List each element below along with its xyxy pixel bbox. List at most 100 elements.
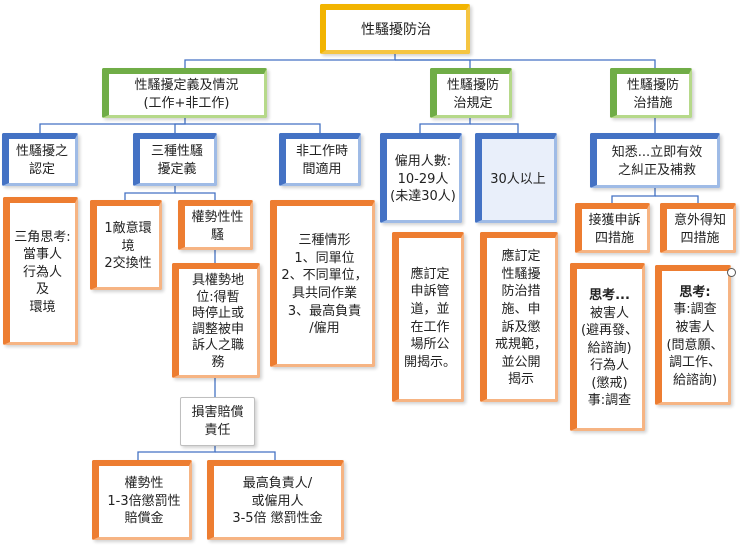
penalty-employer-line: 最高負責人/ <box>242 476 313 492</box>
small-employer-body-line: 應訂定 <box>410 266 450 282</box>
unexpected-body-title: 思考: <box>679 284 711 300</box>
definition-types-line: 2交換性 <box>104 256 152 272</box>
penalty-employer-box: 最高負責人/ 或僱用人 3-5倍 懲罰性金 <box>207 460 344 540</box>
regulations-header-line: 治規定 <box>453 95 493 111</box>
small-employer-header-line: 10-29人 <box>397 171 449 187</box>
power-body-line: 務 <box>211 354 225 370</box>
non-work-body-line: 2、不同單位， <box>281 268 368 284</box>
power-body-line: 時停止或 <box>191 305 244 321</box>
definition-header-line: 性騷擾定義及情況 <box>134 77 239 93</box>
small-employer-body-line: 開揭示。 <box>403 354 456 370</box>
recognition-body-line: 及 <box>35 282 49 298</box>
large-employer-header-line: 30人以上 <box>490 171 546 187</box>
power-body-line: 具權勢地 <box>191 273 244 289</box>
three-definitions-header-line: 擾定義 <box>157 162 197 177</box>
complaint-body-line: 被害人 <box>589 305 629 321</box>
recognition-header-line: 性騷擾之 <box>15 144 68 160</box>
damages-box: 損害賠償 責任 <box>180 397 255 446</box>
unexpected-body: 思考: 事:調查 被害人 (問意願、 調工作、 給諮詢) <box>655 265 731 405</box>
non-work-body-line: 具共同作業 <box>291 286 357 301</box>
recognition-body-line: 環境 <box>29 299 56 315</box>
non-work-header: 非工作時 間適用 <box>279 133 361 186</box>
connector-def-mid <box>174 123 185 133</box>
definition-types-line: 境 <box>121 238 135 254</box>
unexpected-body-line: 事:調查 <box>673 302 717 318</box>
three-definitions-header: 三種性騷 擾定義 <box>133 133 217 186</box>
recognition-body: 三角思考: 當事人 行為人 及 環境 <box>3 197 78 345</box>
non-work-body-line: 1、同單位 <box>294 250 355 266</box>
large-employer-body: 應訂定 性騷擾 防治措 施、申 訴及懲 戒規範， 並公開 揭示 <box>480 232 558 402</box>
penalty-power-line: 權勢性 <box>124 476 164 492</box>
connector-penalties <box>137 446 216 460</box>
penalty-employer-line: 或僱用人 <box>251 493 304 509</box>
connector-def <box>39 117 186 133</box>
non-work-body-line: 三種情形 <box>298 233 351 249</box>
large-employer-body-line: 並公開 <box>501 354 541 370</box>
large-employer-body-line: 揭示 <box>507 372 534 388</box>
complaint-body-line: 給諮詢) <box>587 340 632 356</box>
power-body-line: 訴人之職 <box>191 338 244 354</box>
small-employer-body-line: 在工作 <box>410 319 450 335</box>
penalty-power-box: 權勢性 1-3倍懲罰性 賠償金 <box>92 460 192 540</box>
recognition-body-line: 當事人 <box>22 247 62 263</box>
measures-header-line: 治措施 <box>633 95 673 111</box>
damages-line: 責任 <box>204 422 231 438</box>
root-title: 性騷擾防治 <box>320 4 470 54</box>
complaint-body-line: (懲戒) <box>591 375 628 391</box>
small-employer-header-line: 僱用人數: <box>394 154 452 170</box>
immediate-action-header-line: 知悉...立即有效 <box>611 145 703 161</box>
recognition-header: 性騷擾之 認定 <box>2 133 78 186</box>
connector-measures-children <box>611 188 656 203</box>
large-employer-body-line: 防治措 <box>501 284 541 300</box>
immediate-action-header-line: 之糾正及補救 <box>617 163 696 178</box>
connector-penalties-right <box>215 451 276 460</box>
complaint-body-line: 行為人 <box>589 358 629 374</box>
power-body-line: 調整被申 <box>191 322 244 337</box>
small-employer-body-line: 道，並 <box>410 301 450 317</box>
three-definitions-header-line: 三種性騷 <box>150 144 203 160</box>
definition-header-line: (工作+非工作) <box>143 95 230 111</box>
connector-root-mid <box>395 59 471 68</box>
non-work-body: 三種情形 1、同單位 2、不同單位， 具共同作業 3、最高負責 /僱用 <box>270 200 375 367</box>
penalty-power-line: 賠償金 <box>124 511 164 527</box>
complaint-header-line: 四措施 <box>594 230 634 246</box>
complaint-header: 接獲申訴 四措施 <box>575 203 650 253</box>
small-employer-body: 應訂定 申訴管 道，並 在工作 場所公 開揭示。 <box>392 232 464 402</box>
complaint-body: 思考... 被害人 (避再發、 給諮詢) 行為人 (懲戒) 事:調查 <box>570 263 645 431</box>
resize-handle[interactable] <box>727 268 736 277</box>
regulations-header: 性騷擾防 治規定 <box>430 68 512 118</box>
large-employer-header: 30人以上 <box>475 133 557 223</box>
power-header-line: 權勢性性 <box>191 209 244 225</box>
connector-root <box>184 53 396 68</box>
unexpected-header: 意外得知 四措施 <box>660 203 736 253</box>
large-employer-body-line: 施、申 <box>501 301 541 317</box>
complaint-body-line: 事:調查 <box>587 393 632 409</box>
unexpected-body-line: 給諮詢) <box>672 372 718 388</box>
complaint-body-line: (避再發、 <box>580 323 639 339</box>
power-header: 權勢性性 騷 <box>178 200 253 250</box>
connector-reg-right <box>470 123 519 133</box>
recognition-body-line: 行為人 <box>22 264 62 280</box>
immediate-action-header: 知悉...立即有效 之糾正及補救 <box>590 133 720 188</box>
damages-line: 損害賠償 <box>191 404 244 420</box>
non-work-body-line: /僱用 <box>309 321 340 337</box>
small-employer-header-line: (未達30人) <box>390 189 456 205</box>
definition-types: 1敵意環 境 2交換性 <box>90 200 162 290</box>
connector-3def-right <box>175 192 216 200</box>
definition-header: 性騷擾定義及情況 (工作+非工作) <box>102 68 267 118</box>
complaint-header-line: 接獲申訴 <box>588 212 641 228</box>
power-header-line: 騷 <box>210 227 224 243</box>
root-title-text: 性騷擾防治 <box>361 21 431 38</box>
unexpected-header-line: 意外得知 <box>673 212 726 228</box>
recognition-header-line: 認定 <box>28 162 55 177</box>
unexpected-header-line: 四措施 <box>680 230 720 246</box>
connector-3def <box>124 186 176 200</box>
non-work-header-line: 間適用 <box>302 162 342 177</box>
small-employer-body-line: 申訴管 <box>410 284 450 300</box>
non-work-body-line: 3、最高負責 <box>287 303 362 319</box>
recognition-body-line: 三角思考: <box>14 229 71 245</box>
unexpected-body-line: 調工作、 <box>668 355 721 371</box>
connector-root-right <box>395 59 656 68</box>
